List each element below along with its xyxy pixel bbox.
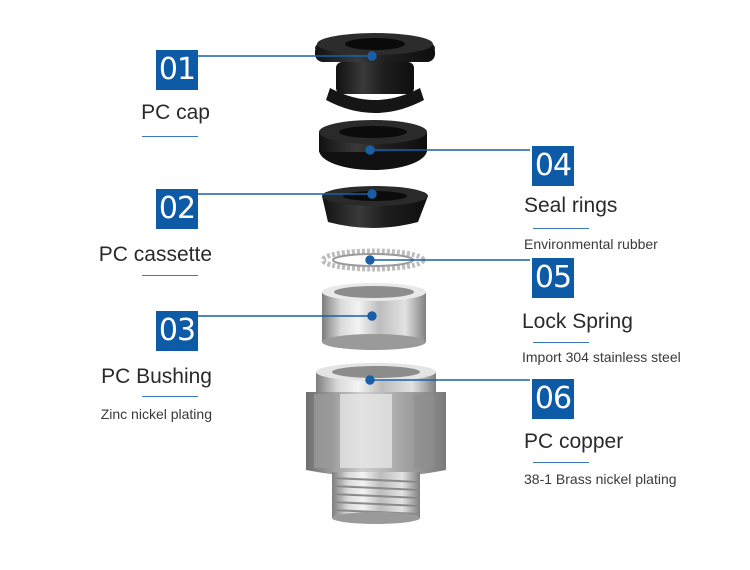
part-title-06: PC copper (524, 430, 624, 453)
underline-05 (533, 342, 589, 343)
part-title-05: Lock Spring (522, 310, 633, 333)
pc-copper-part (306, 363, 446, 524)
part-title-03: PC Bushing (101, 365, 212, 388)
part-subtitle-04: Environmental rubber (524, 236, 658, 252)
badge-03: 03 (156, 311, 198, 351)
underline-04 (533, 228, 589, 229)
part-title-01: PC cap (141, 101, 210, 124)
badge-02: 02 (156, 189, 198, 229)
badge-01: 01 (156, 50, 198, 90)
badge-05: 05 (532, 258, 574, 298)
underline-03 (142, 396, 198, 397)
part-subtitle-05: Import 304 stainless steel (522, 349, 681, 365)
part-subtitle-06: 38-1 Brass nickel plating (524, 471, 677, 487)
pc-cap-part (315, 33, 435, 113)
badge-04: 04 (532, 146, 574, 186)
seal-ring-part (319, 120, 427, 170)
part-title-02: PC cassette (98, 243, 212, 266)
underline-01 (142, 136, 198, 137)
leader-lines (198, 51, 530, 385)
part-title-04: Seal rings (524, 194, 618, 217)
badge-06: 06 (532, 379, 574, 419)
underline-02 (142, 275, 198, 276)
underline-06 (533, 462, 589, 463)
part-subtitle-03: Zinc nickel plating (100, 406, 212, 422)
